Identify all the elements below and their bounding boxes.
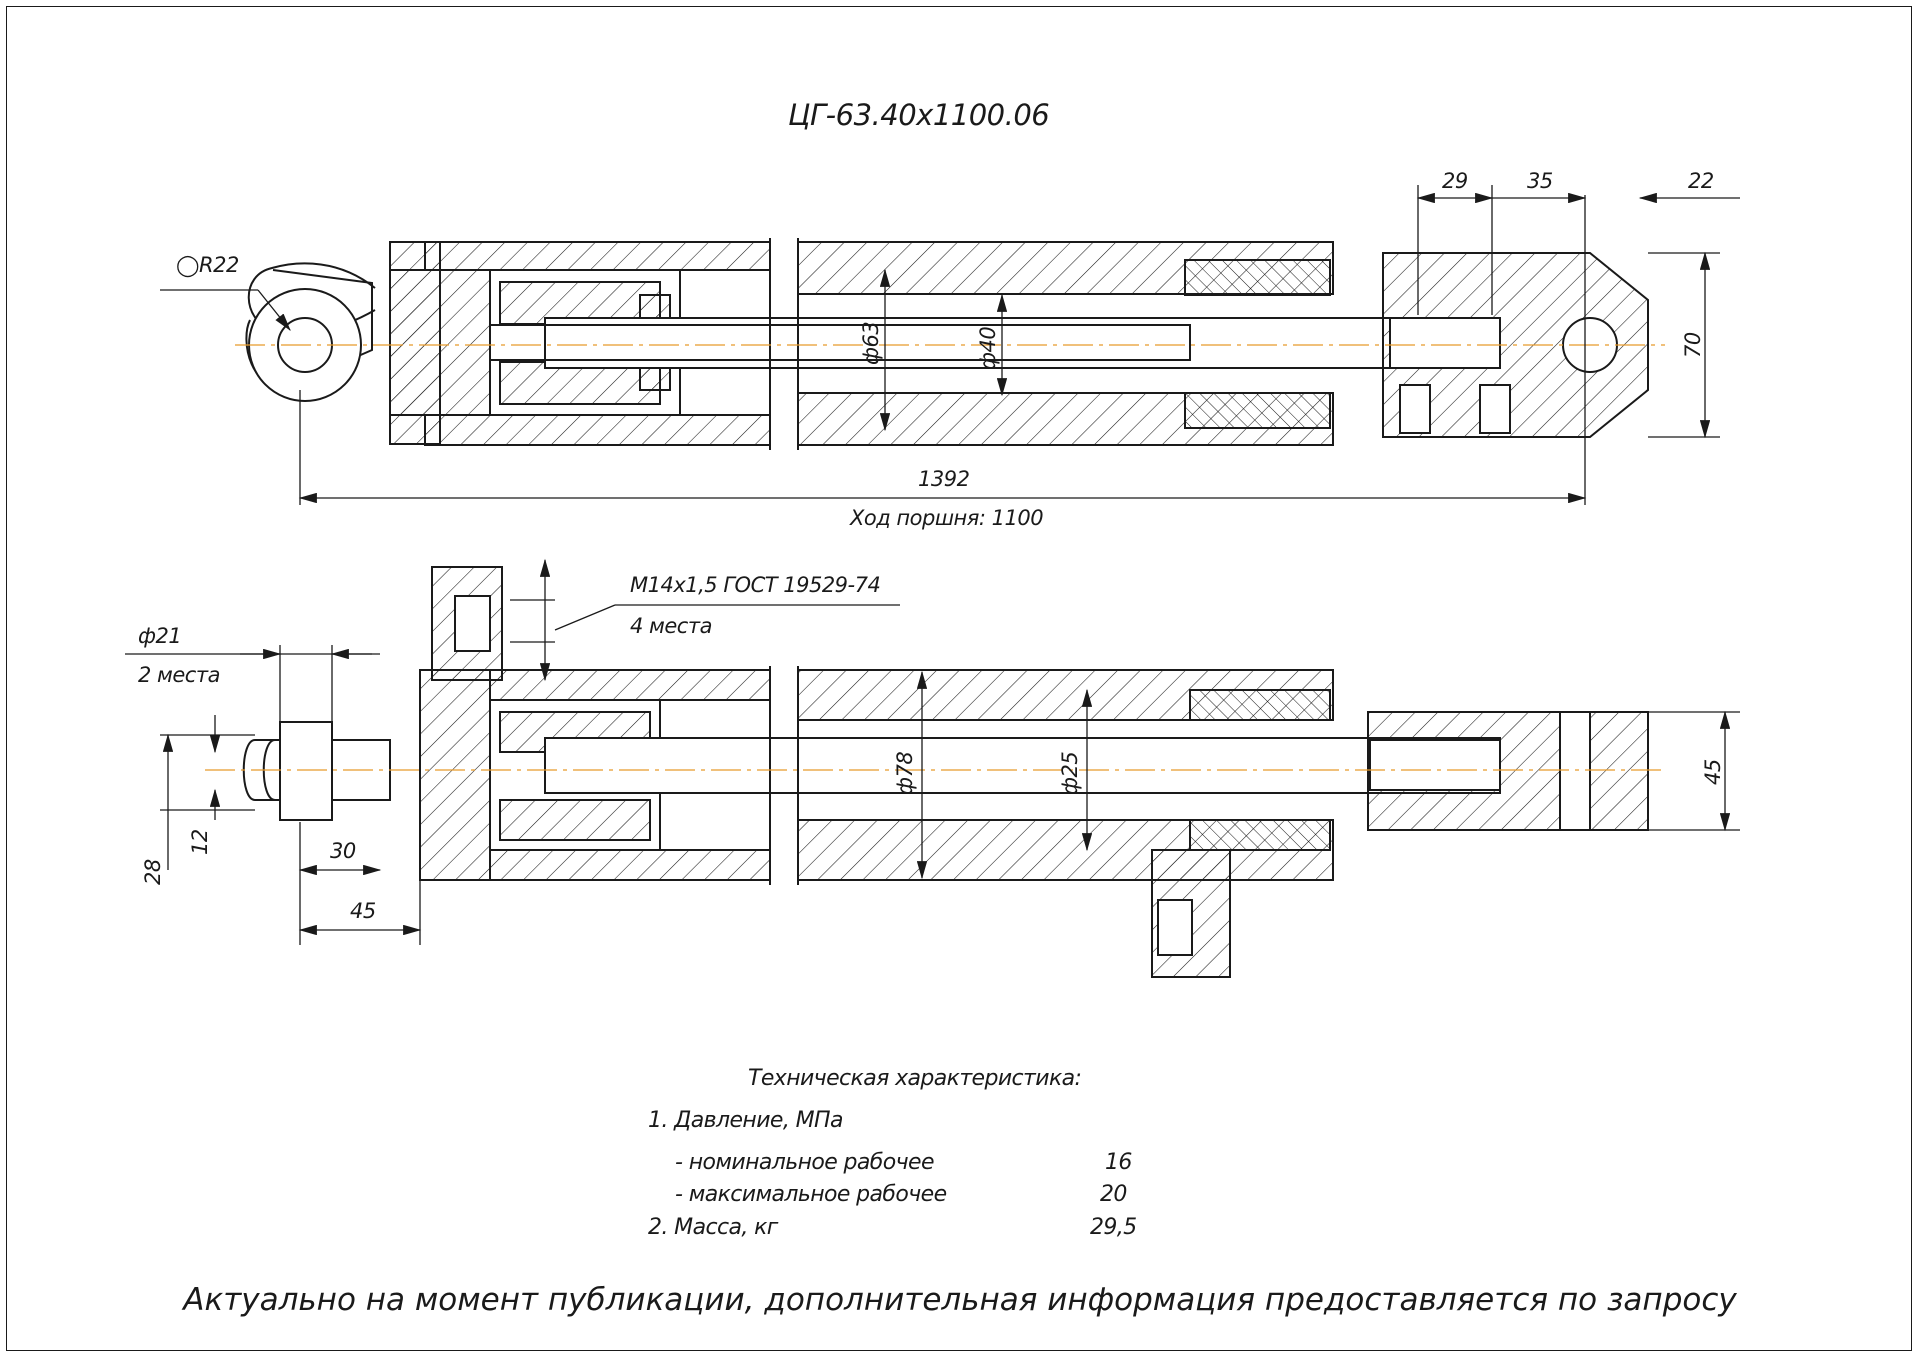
port-count-label: 4 места bbox=[630, 614, 712, 638]
rear-cap-bottom bbox=[419, 669, 491, 881]
rear-cap-body bbox=[389, 269, 491, 416]
barrel-bottom-left-bottom bbox=[489, 849, 771, 881]
valve-1 bbox=[1399, 384, 1431, 434]
pressure-label: 1. Давление, МПа bbox=[648, 1108, 843, 1133]
piston-rod-bottom bbox=[544, 737, 1501, 794]
footer-note: Актуально на момент публикации, дополнит… bbox=[183, 1282, 1737, 1318]
barrel-bottom-left-top bbox=[489, 669, 771, 701]
dim-70: 70 bbox=[1681, 332, 1705, 358]
nominal-value: 16 bbox=[1105, 1150, 1132, 1175]
dim-45-right: 45 bbox=[1701, 759, 1725, 785]
hole-dia-label: ф21 bbox=[138, 624, 181, 648]
dim-rod-dia: ф25 bbox=[1058, 752, 1082, 795]
rod-end-bore bbox=[1559, 711, 1591, 831]
port-thread-label: М14х1,5 ГОСТ 19529-74 bbox=[630, 573, 880, 597]
svg-text:◯R22: ◯R22 bbox=[176, 253, 239, 278]
dim-30: 30 bbox=[330, 839, 356, 863]
radius-symbol-icon: ◯ bbox=[176, 253, 199, 278]
dim-outer-dia: ф78 bbox=[893, 752, 917, 795]
radius-label: R22 bbox=[199, 253, 239, 277]
dim-12: 12 bbox=[188, 829, 212, 855]
dim-22: 22 bbox=[1688, 169, 1714, 193]
dim-rod: ф40 bbox=[976, 327, 1000, 370]
top-cylinder-view bbox=[245, 238, 1649, 450]
max-value: 20 bbox=[1100, 1182, 1127, 1207]
dim-45-bottom: 45 bbox=[350, 899, 376, 923]
max-label: - максимальное рабочее bbox=[675, 1182, 947, 1207]
dim-28: 28 bbox=[141, 859, 165, 885]
barrel-left-bottom bbox=[424, 414, 771, 446]
drawing-frame bbox=[6, 6, 1912, 1351]
hole-count-label: 2 места bbox=[138, 663, 220, 687]
mass-label: 2. Масса, кг bbox=[648, 1215, 778, 1240]
dim-35: 35 bbox=[1527, 169, 1553, 193]
specs-heading: Техническая характеристика: bbox=[748, 1066, 1082, 1091]
mass-value: 29,5 bbox=[1090, 1215, 1137, 1240]
stroke-label: Ход поршня: 1100 bbox=[849, 506, 1043, 530]
valve-2 bbox=[1479, 384, 1511, 434]
barrel-left-top bbox=[424, 241, 771, 271]
drawing-title: ЦГ-63.40х1100.06 bbox=[788, 98, 1049, 132]
bottom-cylinder-view bbox=[242, 566, 1649, 978]
dim-bore: ф63 bbox=[859, 322, 883, 365]
dim-length: 1392 bbox=[918, 467, 970, 491]
nominal-label: - номинальное рабочее bbox=[675, 1150, 934, 1175]
dim-29: 29 bbox=[1442, 169, 1468, 193]
